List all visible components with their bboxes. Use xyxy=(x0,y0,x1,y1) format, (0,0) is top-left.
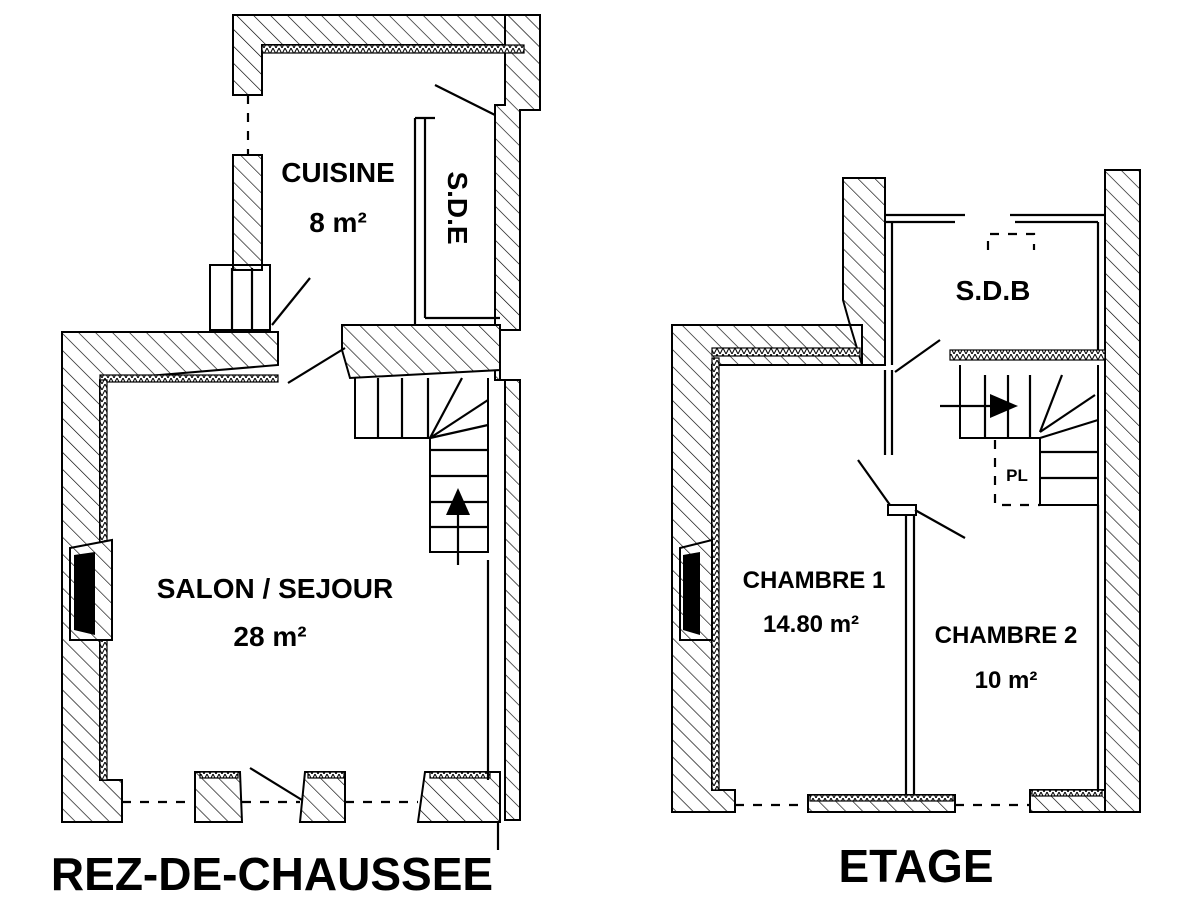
gf-sde-door xyxy=(434,84,496,116)
gf-kitchen-top-wall xyxy=(232,14,506,96)
uf-bath-dashed-fixture xyxy=(986,232,1036,250)
gf-stair-door xyxy=(287,347,346,384)
uf-central-wall xyxy=(842,177,886,366)
shower-room-name: S.D.E xyxy=(442,171,473,244)
bedroom2-name: CHAMBRE 2 xyxy=(935,622,1078,649)
uf-bedroom2-door xyxy=(914,509,966,539)
uf-bedroom1-door xyxy=(857,459,891,506)
gf-entry-door xyxy=(249,767,303,801)
gf-stair-partition xyxy=(341,324,501,380)
uf-staircase xyxy=(940,365,1099,506)
uf-right-party-wall xyxy=(1104,169,1141,813)
bathroom-name: S.D.B xyxy=(956,275,1031,306)
uf-bath-door xyxy=(894,339,941,373)
gf-right-party-wall xyxy=(494,14,541,821)
upper-floor-plan xyxy=(671,169,1141,813)
bedroom1-name: CHAMBRE 1 xyxy=(743,567,886,594)
kitchen-area: 8 m² xyxy=(309,207,367,238)
gf-kitchen-left-wall xyxy=(232,154,263,271)
bedroom1-area: 14.80 m² xyxy=(763,611,859,638)
gf-staircase xyxy=(354,377,489,565)
living-room-area: 28 m² xyxy=(233,621,306,652)
uf-closet-outline xyxy=(993,440,1040,507)
ground-floor-title: REZ-DE-CHAUSSEE xyxy=(51,848,493,900)
living-room-name: SALON / SEJOUR xyxy=(157,573,393,604)
bedroom2-area: 10 m² xyxy=(975,667,1038,694)
closet-name: PL xyxy=(1006,466,1028,485)
gf-chimney xyxy=(209,264,271,331)
kitchen-name: CUISINE xyxy=(281,157,395,188)
ground-floor-plan xyxy=(61,14,541,850)
gf-kitchen-door xyxy=(271,277,311,326)
upper-floor-title: ETAGE xyxy=(838,840,993,892)
gf-living-top-insulation xyxy=(99,374,279,383)
gf-top-insulation xyxy=(261,44,525,54)
